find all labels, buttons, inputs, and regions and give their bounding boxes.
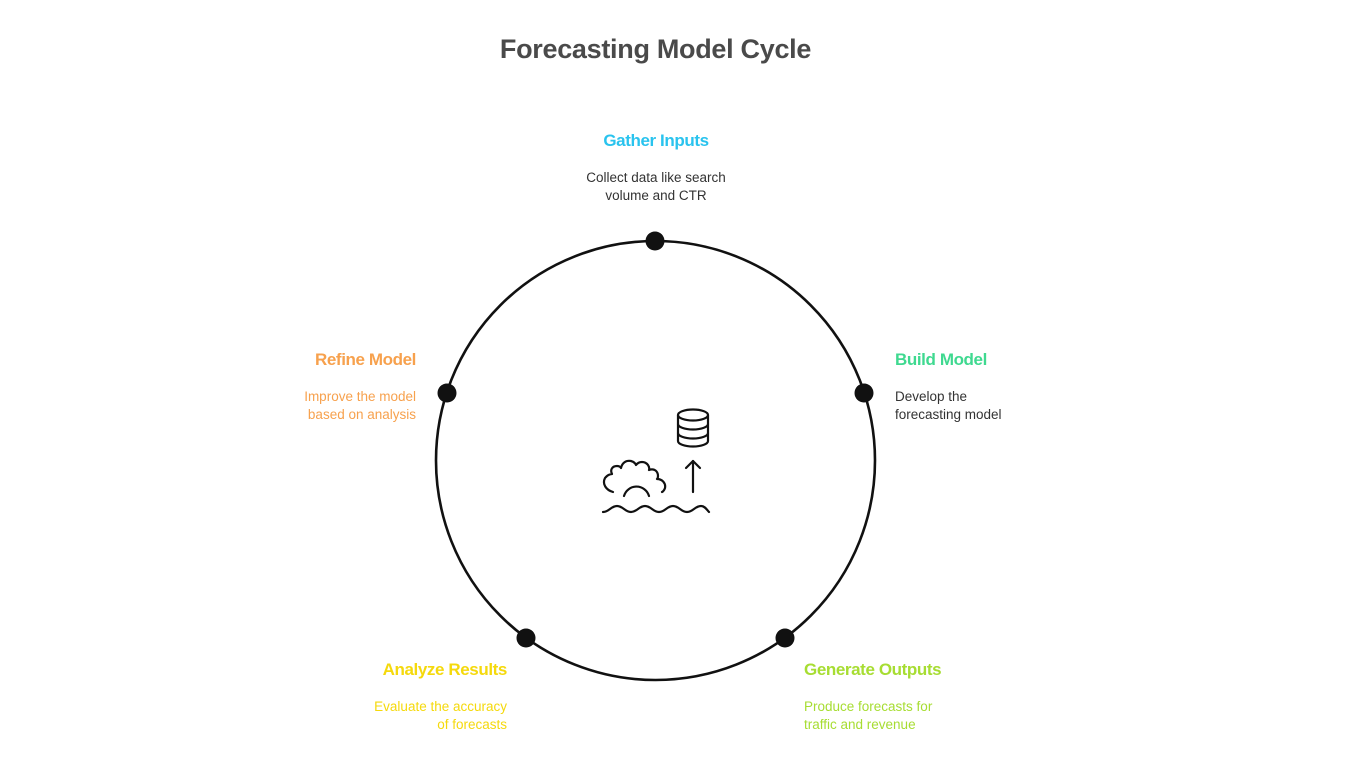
stage-description-line: volume and CTR — [605, 188, 707, 203]
stage-description: Develop the forecasting model — [895, 388, 1095, 424]
node-refine-model — [437, 383, 457, 403]
stage-description-line: Develop the — [895, 389, 968, 404]
stage-description-line: traffic and revenue — [804, 717, 916, 732]
node-analyze-results — [516, 628, 536, 648]
gear-database-upload-icon — [601, 408, 711, 514]
stage-title: Build Model — [895, 350, 987, 369]
stage-build-model: Build Model Develop the forecasting mode… — [895, 350, 1095, 424]
stage-title: Generate Outputs — [804, 660, 942, 679]
stage-description-line: Produce forecasts for — [804, 699, 933, 714]
cycle-ring — [434, 239, 877, 682]
upload-arrow-icon — [684, 459, 702, 494]
stage-analyze-results: Analyze Results Evaluate the accuracy of… — [307, 660, 507, 734]
stage-description-line: forecasting model — [895, 407, 1002, 422]
stage-description-line: Improve the model — [304, 389, 416, 404]
stage-description: Improve the model based on analysis — [216, 388, 416, 424]
database-icon — [676, 408, 710, 448]
page-title: Forecasting Model Cycle — [499, 34, 812, 64]
stage-description-line: Collect data like search — [586, 170, 726, 185]
gear-icon — [602, 459, 667, 498]
stage-title: Gather Inputs — [603, 131, 709, 150]
node-build-model — [854, 383, 874, 403]
stage-generate-outputs: Generate Outputs Produce forecasts for t… — [804, 660, 1004, 734]
stage-gather-inputs: Gather Inputs Collect data like search v… — [556, 131, 756, 205]
stage-title: Refine Model — [315, 350, 416, 369]
stage-description-line: of forecasts — [437, 717, 507, 732]
stage-description: Evaluate the accuracy of forecasts — [307, 698, 507, 734]
stage-description-line: based on analysis — [307, 407, 416, 422]
node-gather-inputs — [645, 231, 665, 251]
node-generate-outputs — [775, 628, 795, 648]
stage-description: Collect data like search volume and CTR — [556, 169, 756, 205]
stage-refine-model: Refine Model Improve the model based on … — [216, 350, 416, 424]
stage-title: Analyze Results — [382, 660, 508, 679]
stage-description-line: Evaluate the accuracy — [374, 699, 507, 714]
stage-description: Produce forecasts for traffic and revenu… — [804, 698, 1004, 734]
wave-icon — [601, 504, 711, 514]
